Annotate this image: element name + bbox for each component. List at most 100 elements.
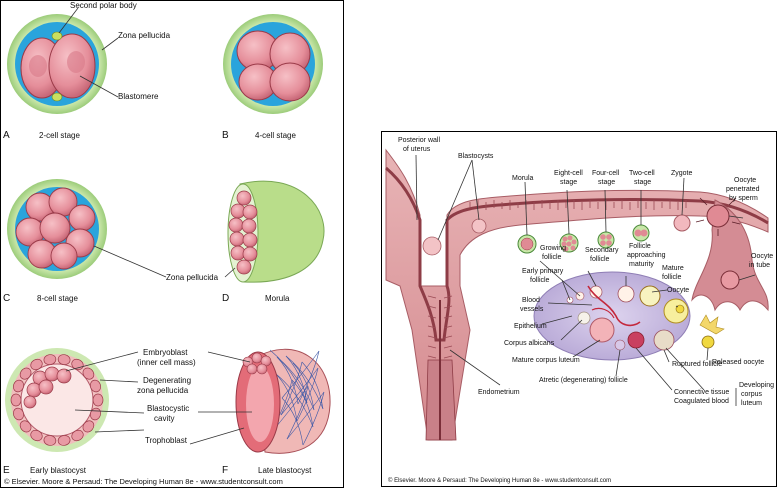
blastomere — [606, 234, 612, 240]
trophoblast-cell — [30, 358, 43, 371]
label-secondary: Secondary — [585, 247, 619, 254]
blastomere — [600, 234, 606, 240]
blastocyst — [471, 218, 487, 234]
label-ruptured-follicle: Ruptured follicle — [672, 361, 722, 368]
label-growing-follicle: follicle — [542, 254, 562, 261]
label-in-tube: in tube — [749, 262, 770, 269]
second-polar-body — [51, 31, 63, 41]
caption-8-cell-stage: 8-cell stage — [37, 294, 78, 303]
caption-early-blastocyst: Early blastocyst — [30, 466, 87, 475]
sperm — [731, 221, 741, 225]
panel-c-8-cell: C 8-cell stage — [3, 179, 107, 304]
blood-vessels — [587, 285, 641, 327]
trophoblast-cell — [30, 429, 43, 442]
embryoblast-cluster — [23, 366, 72, 409]
mature-corpus-luteum — [589, 317, 615, 343]
label-eight-cell-stage: stage — [560, 179, 577, 186]
panel-f-late-blastocyst: F Late blastocyst — [189, 348, 331, 476]
panel-letter-d: D — [222, 293, 229, 304]
leader-line — [224, 267, 236, 278]
leader-line — [93, 245, 167, 278]
trophoblast-cell — [43, 354, 57, 365]
blastomere — [566, 241, 572, 247]
blastocystic-cavity-f — [246, 366, 274, 442]
trophoblast-cell — [82, 367, 95, 380]
released-oocyte-corona — [699, 314, 725, 335]
blastocysts — [422, 218, 487, 256]
blastomere — [571, 239, 577, 245]
label-epithelium: Epithelium — [514, 323, 547, 330]
label-inner-cell-mass: (inner cell mass) — [137, 358, 196, 367]
leader-line — [524, 181, 528, 236]
trophoblast-line — [281, 350, 320, 399]
label-atretic-follicle: Atretic (degenerating) follicle — [539, 377, 628, 384]
leader-line — [99, 379, 139, 383]
trophoblast-line — [286, 391, 325, 440]
leader-line — [561, 279, 571, 301]
label-secondary-follicle: follicle — [590, 256, 610, 263]
trophoblast-line — [301, 361, 324, 410]
label-early-primary: Early primary — [522, 268, 564, 275]
embryoblast-cell — [23, 395, 37, 409]
leader-line — [471, 159, 480, 221]
label-vessels: vessels — [520, 306, 544, 313]
blastomere — [242, 246, 258, 262]
leader-line — [728, 215, 744, 219]
embryoblast-cell — [44, 366, 60, 382]
gland — [443, 355, 453, 359]
trophoblast-line — [286, 385, 309, 440]
gland — [443, 315, 453, 319]
caption-2-cell-stage: 2-cell stage — [39, 131, 80, 140]
blastomere — [39, 212, 71, 244]
trophoblast-cell — [43, 435, 57, 446]
leader-line — [437, 159, 473, 241]
nucleus — [67, 51, 85, 73]
trophoblast-network — [269, 349, 325, 446]
fimbriae — [691, 199, 769, 312]
label-morula: Morula — [512, 175, 534, 182]
sperm-rays — [695, 197, 741, 236]
trophoblast-cell — [13, 379, 24, 393]
label-approaching: approaching — [627, 252, 666, 259]
trophoblast-cell — [19, 420, 32, 433]
blastomere — [241, 218, 257, 234]
gland — [427, 325, 437, 329]
trophoblast-line — [276, 356, 315, 411]
follicle-approaching-maturity — [617, 285, 635, 303]
ruptured-follicle — [653, 329, 675, 351]
embryoblast-f — [242, 352, 272, 375]
embryoblast-cell — [56, 368, 72, 384]
blastomere — [236, 259, 252, 275]
trophoblast-cell — [90, 379, 101, 393]
panel-e-early-blastocyst: E Early blastocyst — [3, 348, 145, 476]
nucleus — [29, 55, 47, 77]
leader-line — [547, 302, 593, 306]
trophoblast-line — [280, 367, 319, 416]
panel-b-4-cell: B 4-cell stage — [222, 14, 323, 141]
leader-line — [604, 189, 607, 233]
caption-late-blastocyst: Late blastocyst — [258, 466, 312, 475]
label-zona-pellucida-e: zona pellucida — [137, 386, 189, 395]
leader-line — [415, 154, 418, 221]
embryoblast-cell — [246, 363, 258, 375]
label-blastocysts: Blastocysts — [458, 153, 494, 160]
trophoblast-cell — [71, 429, 84, 442]
mature-follicle — [639, 285, 661, 307]
leader-line — [706, 347, 709, 361]
leader-line — [587, 270, 597, 287]
trophoblast-cell — [82, 420, 95, 433]
blastomere — [570, 245, 576, 251]
label-four-cell-stage: stage — [598, 179, 615, 186]
panel-a-2-cell: Second polar body Zona pellucida Blastom… — [3, 1, 171, 141]
label-maturity: maturity — [629, 261, 654, 268]
leader-line — [681, 177, 685, 216]
trophoblast-line — [275, 373, 298, 422]
label-posterior-wall: Posterior wall — [398, 137, 440, 144]
eight-cell-stage — [559, 233, 579, 253]
label-blastocystic: Blastocystic — [147, 404, 189, 413]
label-by-sperm: by sperm — [729, 195, 758, 202]
label-oocyte: Oocyte — [667, 287, 689, 294]
panel-letter-e: E — [3, 465, 10, 476]
trophoblast-line — [297, 350, 320, 405]
blastomere — [634, 229, 642, 237]
